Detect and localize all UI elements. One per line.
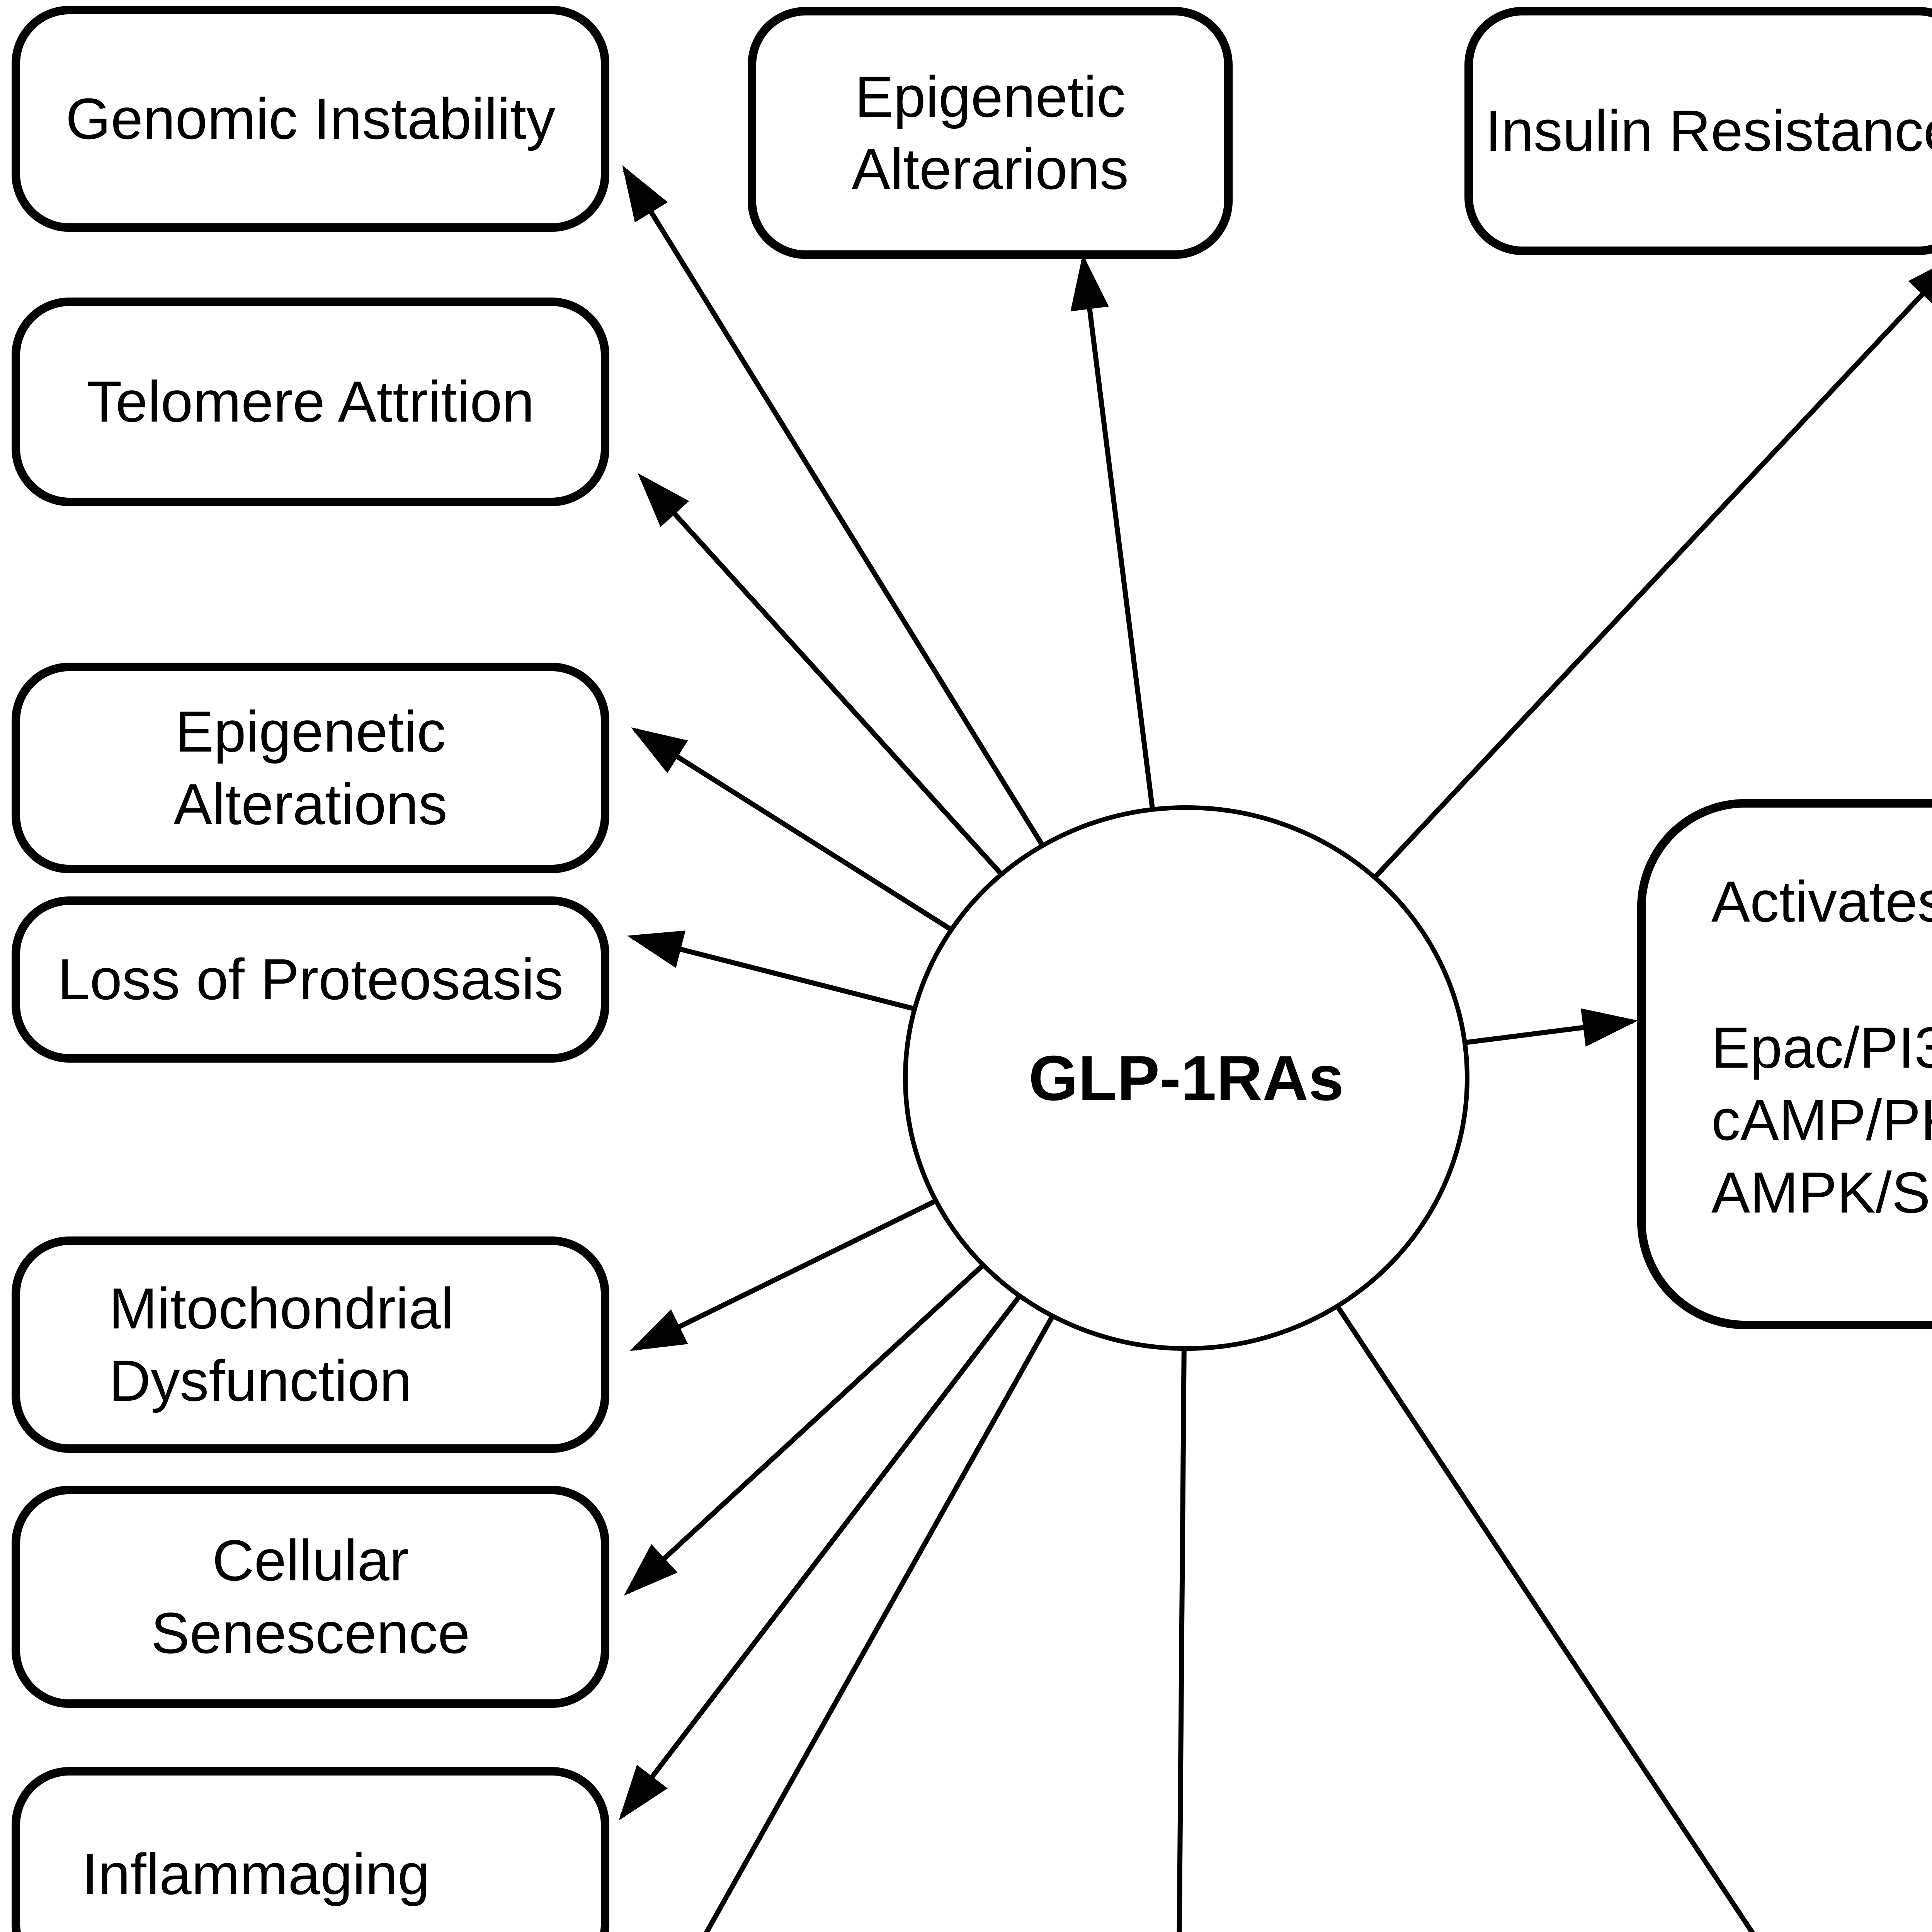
box-label: Inflammaging xyxy=(82,1841,430,1906)
box-mitochondrial-dysfunction: Mitochondrial Dysfunction xyxy=(12,1236,609,1453)
box-epigenetic-alterarions-top: Epigenetic Alterarions xyxy=(748,7,1233,259)
box-label: Telomere Attrition xyxy=(87,369,534,434)
box-label-line2: Dysfunction xyxy=(109,1348,412,1413)
box-label-line3: cAMP/PKA xyxy=(1711,1087,1932,1152)
box-epigenetic-alterations: Epigenetic Alterations xyxy=(12,663,609,873)
box-label-line2: Alterarions xyxy=(852,136,1129,201)
box-label-line4: AMPK/SIRT1 xyxy=(1711,1160,1932,1225)
box-telomere-attrition: Telomere Attrition xyxy=(12,298,609,506)
box-label-line1: Activates GLP-1R xyxy=(1711,869,1932,934)
box-genomic-instability: Genomic Instability xyxy=(12,6,609,232)
box-label: Loss of Proteosasis xyxy=(58,947,563,1012)
box-label-line2: Alterations xyxy=(173,771,447,837)
box-cellular-senescence: Cellular Senescence xyxy=(12,1486,609,1708)
box-insulin-resistance: Insulin Resistance xyxy=(1464,7,1932,255)
center-node-label: GLP-1RAs xyxy=(1029,1042,1344,1114)
box-label-line1: Mitochondrial xyxy=(109,1276,454,1341)
box-label-line1: Epigenetic xyxy=(175,699,446,764)
box-label-line1: Cellular xyxy=(212,1528,409,1593)
box-inflammaging: Inflammaging xyxy=(12,1767,609,1932)
box-activates-glp1r-mechanisms: Activates GLP-1R Epac/PI3K/Akt cAMP/PKA … xyxy=(1637,799,1932,1329)
box-label-line1: Epigenetic xyxy=(855,64,1126,129)
box-label-line2: Epac/PI3K/Akt xyxy=(1711,1015,1932,1080)
box-loss-of-proteosasis: Loss of Proteosasis xyxy=(12,896,609,1063)
glp1ras-ellipse xyxy=(903,805,1469,1351)
spacer xyxy=(1711,938,1932,1012)
box-label-line2: Senescence xyxy=(151,1600,470,1665)
box-label: Insulin Resistance xyxy=(1485,98,1932,163)
box-label: Genomic Instability xyxy=(65,86,556,151)
